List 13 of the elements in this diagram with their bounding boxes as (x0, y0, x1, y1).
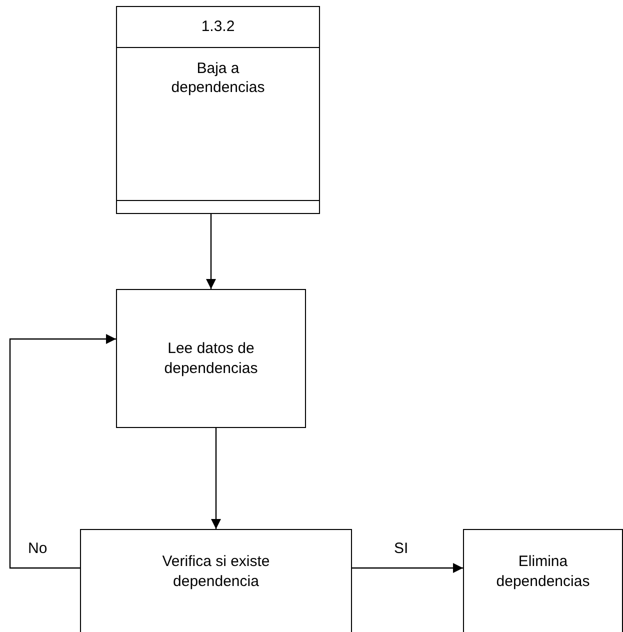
process-number: 1.3.2 (201, 17, 235, 37)
arrow (211, 428, 221, 529)
process-box (463, 529, 623, 632)
arrow (352, 563, 463, 573)
process-label: Elimina dependencias (495, 552, 591, 591)
process-label: Baja a dependencias (170, 58, 266, 98)
arrow (206, 214, 216, 289)
process-box (116, 6, 320, 214)
arrow (9, 334, 116, 569)
process-label: Verifica si existe dependencia (161, 552, 271, 591)
process-box (80, 529, 352, 632)
process-box (116, 289, 306, 428)
process-label: Lee datos de dependencias (163, 339, 259, 378)
